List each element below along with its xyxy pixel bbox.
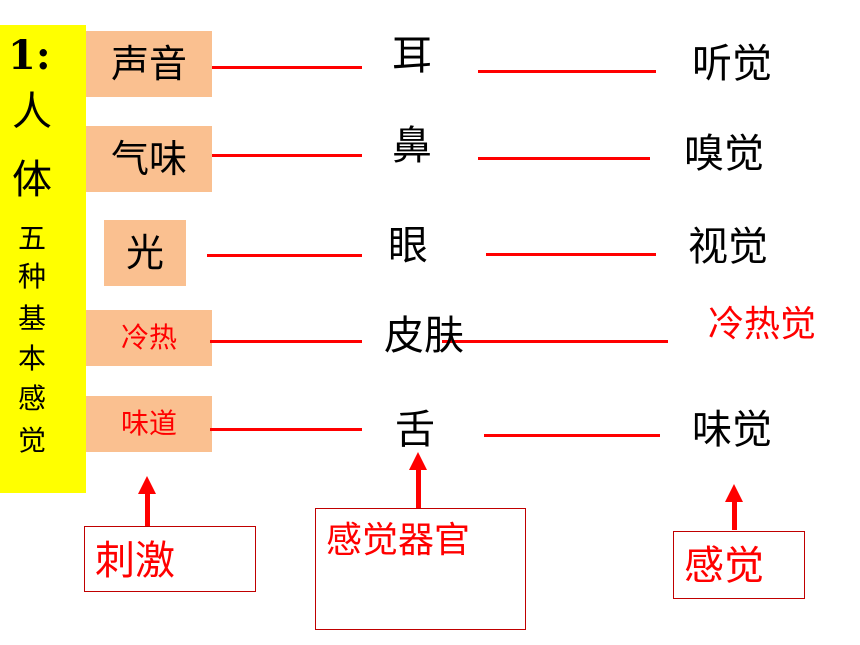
sidebar-char: 体: [12, 157, 52, 203]
connector-line: [486, 253, 656, 256]
connector-line: [484, 434, 660, 437]
connector-line: [212, 66, 362, 69]
organ-label: 舌: [395, 407, 435, 453]
sidebar-char: 种: [18, 260, 47, 293]
organ-label: 耳: [392, 33, 432, 79]
arrow-shaft: [145, 492, 150, 526]
sense-label: 味觉: [692, 407, 772, 453]
sense-category-label: 感觉: [684, 543, 764, 589]
sidebar-char: 觉: [18, 424, 47, 457]
sense-category-box: 感觉: [673, 531, 805, 599]
arrow-shaft: [416, 468, 421, 508]
stimulus-category-label: 刺激: [95, 538, 175, 584]
connector-line: [478, 70, 656, 73]
stimulus-box: 味道: [86, 396, 212, 452]
sidebar-number: 1:: [8, 32, 51, 79]
sidebar-char: 本: [18, 342, 47, 375]
sense-label: 嗅觉: [684, 131, 764, 177]
organ-category-box: 感觉器官: [315, 508, 526, 630]
connector-line: [212, 154, 362, 157]
sidebar-char: 人: [12, 89, 52, 135]
organ-label: 鼻: [392, 123, 432, 169]
connector-line: [478, 157, 650, 160]
connector-line: [210, 428, 362, 431]
sense-label: 冷热觉: [708, 304, 817, 345]
up-arrow-icon: [725, 484, 743, 502]
stimulus-category-box: 刺激: [84, 526, 256, 592]
arrow-shaft: [732, 500, 737, 530]
organ-label: 皮肤: [384, 313, 464, 359]
sense-label: 视觉: [688, 224, 768, 270]
organ-category-label: 感觉器官: [326, 520, 471, 561]
up-arrow-icon: [138, 476, 156, 494]
sidebar-char: 感: [18, 382, 47, 415]
sidebar-char: 五: [18, 222, 47, 255]
sense-label: 听觉: [692, 41, 772, 87]
sidebar-char: 基: [18, 302, 47, 335]
organ-label: 眼: [388, 223, 428, 269]
stimulus-box: 气味: [86, 126, 212, 192]
stimulus-box: 声音: [86, 31, 212, 97]
stimulus-box: 冷热: [86, 310, 212, 366]
connector-line: [442, 340, 668, 343]
connector-line: [207, 254, 362, 257]
connector-line: [210, 340, 362, 343]
sidebar-title-panel: [0, 25, 86, 493]
stimulus-box: 光: [104, 220, 186, 286]
up-arrow-icon: [409, 452, 427, 470]
